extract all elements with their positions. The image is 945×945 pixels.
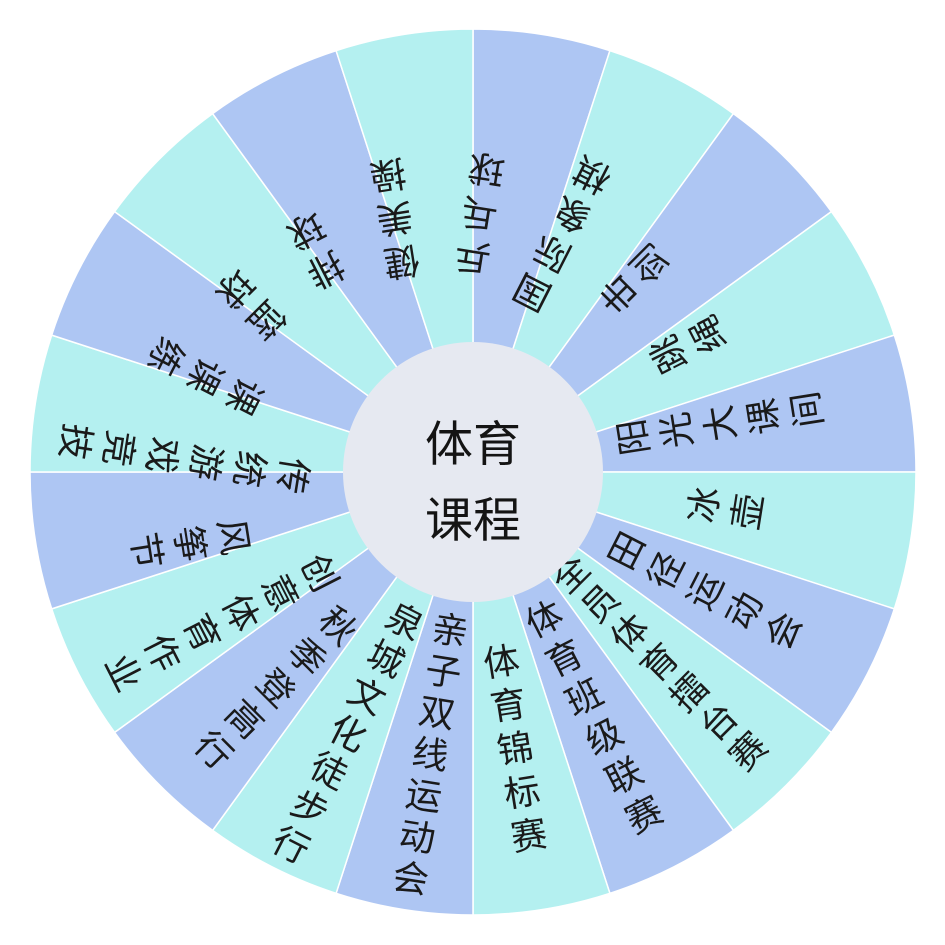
center-title-line2: 课程 [425, 493, 521, 549]
sector-label-text: 传统游戏竞技 [52, 421, 315, 497]
sector-label-text: 亲子双线运动会 [390, 608, 471, 902]
sector-label-20: 健美操 [367, 151, 423, 284]
sector-label-5: 阳光大课间 [611, 388, 831, 458]
sector-label-15: 风筝节 [123, 516, 256, 572]
sector-label-16: 传统游戏竞技 [52, 421, 315, 497]
sector-label-1: 乒乓球 [452, 146, 508, 279]
sector-label-text: 体育锦标赛 [481, 639, 551, 859]
sector-label-text: 风筝节 [123, 516, 256, 572]
sector-label-11: 亲子双线运动会 [390, 608, 471, 902]
sector-label-text: 冰壶 [682, 484, 772, 533]
center-title-line1: 体育 [425, 417, 521, 473]
sector-label-text: 阳光大课间 [611, 388, 831, 458]
sector-label-text: 乒乓球 [452, 146, 508, 279]
center-hub [343, 342, 603, 602]
sector-label-10: 体育锦标赛 [481, 639, 551, 859]
sector-label-6: 冰壶 [682, 484, 772, 533]
sector-label-text: 健美操 [367, 151, 423, 284]
